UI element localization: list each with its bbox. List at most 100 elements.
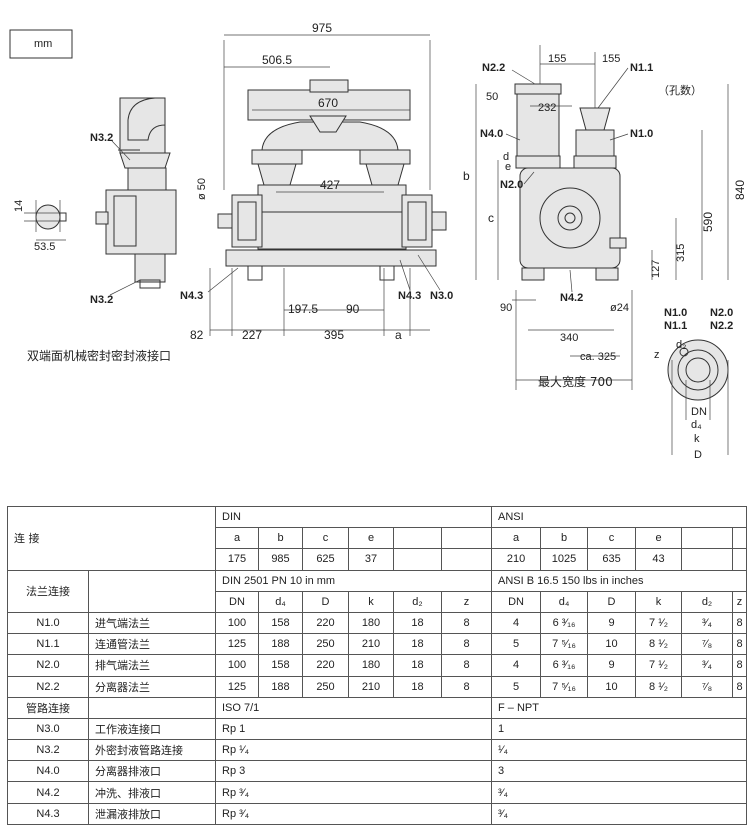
cell: 5: [491, 633, 542, 656]
cell: 8: [440, 675, 493, 698]
cell: 220: [302, 611, 349, 635]
flange-row: N2.0 排气端法兰 100 158 220 180 18 8 4 6 ³⁄₁₆…: [7, 654, 748, 677]
cell: 8: [732, 611, 748, 635]
row-name: 连通管法兰: [88, 633, 216, 656]
flange-col-dn-ansi: DN: [491, 590, 542, 613]
din-head-a: a: [215, 527, 259, 550]
dim-590: 590: [701, 212, 715, 232]
dim-155-right: 155: [602, 53, 620, 65]
label-n4-3-right: N4.3: [398, 290, 421, 302]
flange-std-din: DIN 2501 PN 10 in mm: [214, 569, 493, 592]
cell: 125: [215, 633, 259, 656]
cell: 10: [587, 633, 637, 656]
side-view-left: [95, 97, 177, 289]
din-head-e: e: [348, 527, 394, 550]
flange-std-ansi: ANSI B 16.5 150 lbs in inches: [491, 569, 748, 592]
pipe-row: N4.3 泄漏液排放口 Rp ³⁄₄ ³⁄₄: [7, 802, 748, 825]
dim-53-5: 53.5: [34, 241, 55, 253]
flange-label-n1-0: N1.0: [664, 307, 687, 319]
label-n3-2-top: N3.2: [90, 132, 113, 144]
dim-315: 315: [675, 244, 687, 262]
flange-row: N1.1 连通管法兰 125 188 250 210 18 8 5 7 ⁵⁄₁₆…: [7, 633, 748, 656]
din-val-b: 985: [258, 548, 303, 571]
din-val-a: 175: [215, 548, 259, 571]
row-code: N3.2: [7, 739, 89, 762]
dim-dn: DN: [691, 406, 707, 418]
dim-phi-24: ø24: [610, 302, 629, 314]
connection-spec-table: 连 接 DIN ANSI a b c e a b c e 175 985 625…: [7, 505, 748, 825]
cell: 1: [491, 717, 748, 741]
flange-col-z: z: [440, 590, 493, 613]
unit-box: [9, 29, 73, 59]
row-code: N4.0: [7, 760, 89, 783]
cell: 180: [348, 611, 394, 635]
dim-d: d: [503, 151, 509, 163]
dim-z: z: [654, 349, 660, 361]
cell: 8: [440, 633, 493, 656]
din-val-c: 625: [302, 548, 349, 571]
row-code: N4.2: [7, 781, 89, 804]
dim-90-end: 90: [500, 302, 512, 314]
din-head-c: c: [302, 527, 349, 550]
din-title: DIN: [214, 505, 493, 529]
cell: Rp ¹⁄₄: [214, 739, 493, 762]
din-head-b: b: [258, 527, 303, 550]
dim-155-left: 155: [548, 53, 566, 65]
cell: 188: [258, 675, 303, 698]
dim-340: 340: [560, 332, 578, 344]
row-code: N4.3: [7, 802, 89, 825]
dim-232: 232: [538, 102, 556, 114]
flange-col-d4-ansi: d₄: [540, 590, 589, 613]
dim-a: a: [395, 328, 402, 342]
flange-label-n1-1: N1.1: [664, 320, 687, 332]
cell: 5: [491, 675, 542, 698]
dim-427: 427: [320, 178, 340, 192]
dim-82: 82: [190, 328, 204, 342]
cell: 210: [348, 633, 394, 656]
dim-840: 840: [733, 180, 747, 200]
cell: 6 ³⁄₁₆: [540, 611, 589, 635]
cell: 9: [587, 654, 637, 677]
cell: 250: [302, 675, 349, 698]
flange-col-d2-ansi: d₂: [681, 590, 734, 613]
dim-14: 14: [13, 200, 25, 212]
pipe-row: N4.2 冲洗、排液口 Rp ³⁄₄ ³⁄₄: [7, 781, 748, 804]
cell: ³⁄₄: [491, 781, 748, 804]
ansi-title: ANSI: [491, 505, 748, 529]
flange-row: N1.0 进气端法兰 100 158 220 180 18 8 4 6 ³⁄₁₆…: [7, 611, 748, 635]
label-n3-0: N3.0: [430, 290, 453, 302]
dim-d4: d₄: [691, 419, 702, 431]
front-view: [217, 79, 447, 281]
flange-label-n2-0: N2.0: [710, 307, 733, 319]
label-n1-0: N1.0: [630, 128, 653, 140]
label-n3-2-bottom: N3.2: [90, 294, 113, 306]
ansi-head-b: b: [540, 527, 589, 550]
flange-label: 法兰连接: [7, 569, 89, 613]
cell: 158: [258, 654, 303, 677]
row-code: N2.0: [7, 654, 89, 677]
row-name: 分离器排液口: [88, 760, 216, 783]
flange-col-d-ansi: D: [587, 590, 637, 613]
flange-col-z-ansi: z: [732, 590, 748, 613]
cell: 8: [732, 633, 748, 656]
flange-detail: [667, 339, 729, 455]
conn-label: 连 接: [7, 506, 216, 571]
dim-395: 395: [324, 328, 344, 342]
dim-975: 975: [312, 21, 332, 35]
cell: 100: [215, 611, 259, 635]
cell: ³⁄₄: [491, 802, 748, 825]
label-n4-2: N4.2: [560, 292, 583, 304]
label-n4-3-left: N4.3: [180, 290, 203, 302]
cell: 220: [302, 654, 349, 677]
hole-count-note: （孔数）: [658, 84, 702, 97]
row-code: N2.2: [7, 675, 89, 698]
dim-phi-50: ø 50: [196, 178, 208, 200]
dim-506-5: 506.5: [262, 53, 292, 67]
row-name: 外密封液管路连接: [88, 739, 216, 762]
cell: ⁷⁄₈: [681, 633, 734, 656]
dim-670: 670: [318, 96, 338, 110]
pipe-row: N4.0 分离器排液口 Rp 3 3: [7, 760, 748, 783]
cell: 125: [215, 675, 259, 698]
cell: 8 ¹⁄₂: [635, 675, 683, 698]
cell: 18: [393, 654, 442, 677]
